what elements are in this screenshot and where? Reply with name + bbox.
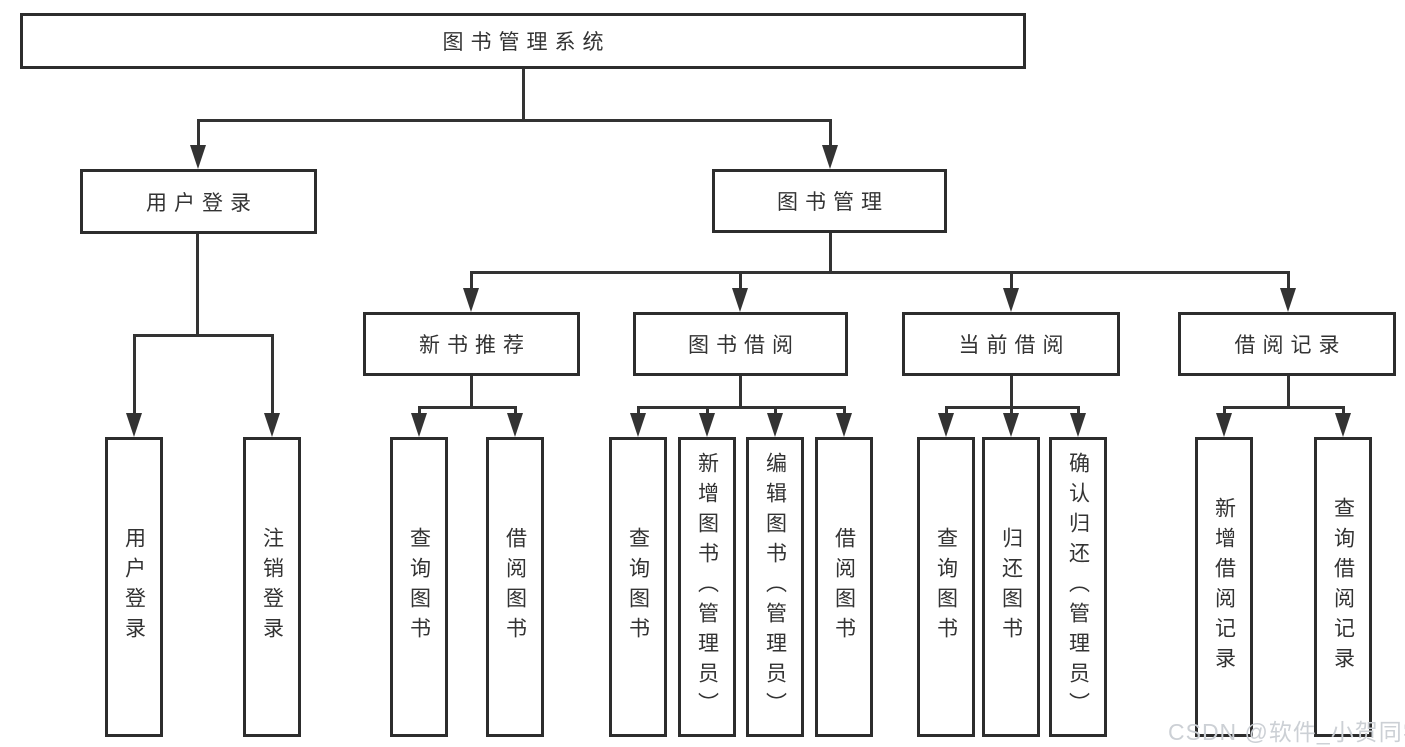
- connector-l3-shaft: [470, 271, 473, 290]
- leaf-records-query-record: 查询借阅记录: [1314, 437, 1372, 737]
- connector-leaf-shaft: [1223, 406, 1226, 416]
- node-borrow-records: 借阅记录: [1178, 312, 1396, 376]
- connector-root-bar: [197, 119, 832, 122]
- leaf-records-query-record-label: 查询借阅记录: [1331, 497, 1355, 677]
- node-new-book-recommend-label: 新书推荐: [419, 334, 531, 357]
- arrow-down-icon: [1003, 288, 1019, 312]
- leaf-borrow-edit-books-admin: 编辑图书（管理员）: [746, 437, 804, 737]
- connector-leaf-shaft: [1077, 406, 1080, 416]
- node-book-borrow-label: 图书借阅: [688, 334, 800, 357]
- arrow-down-icon: [126, 413, 142, 437]
- arrow-down-icon: [767, 413, 783, 437]
- connector-userlogin-stub: [196, 234, 199, 335]
- connector-root-bookmgmt-shaft: [829, 119, 832, 147]
- node-current-borrow: 当前借阅: [902, 312, 1120, 376]
- leaf-user-login-label: 用户登录: [122, 527, 146, 647]
- leaf-rec-query-books: 查询图书: [390, 437, 448, 737]
- connector-root-userlogin-shaft: [197, 119, 200, 147]
- arrow-down-icon: [938, 413, 954, 437]
- leaf-current-return-books: 归还图书: [982, 437, 1040, 737]
- leaf-rec-borrow-books-label: 借阅图书: [503, 527, 527, 647]
- leaf-current-return-books-label: 归还图书: [999, 527, 1023, 647]
- node-root: 图书管理系统: [20, 13, 1026, 69]
- leaf-logout: 注销登录: [243, 437, 301, 737]
- connector-newrec-stub: [470, 376, 473, 408]
- leaf-borrow-add-books-admin: 新增图书（管理员）: [678, 437, 736, 737]
- connector-leaf-shaft: [637, 406, 640, 416]
- connector-leaf-shaft: [418, 406, 421, 416]
- leaf-current-confirm-return-admin-label: 确认归还（管理员）: [1066, 452, 1090, 722]
- leaf-rec-borrow-books: 借阅图书: [486, 437, 544, 737]
- leaf-current-query-books-label: 查询图书: [934, 527, 958, 647]
- connector-records-bar: [1223, 406, 1345, 409]
- node-book-management-label: 图书管理: [777, 191, 889, 214]
- node-user-login-label: 用户登录: [146, 191, 258, 215]
- leaf-records-add-record-label: 新增借阅记录: [1212, 497, 1236, 677]
- arrow-down-icon: [836, 413, 852, 437]
- arrow-down-icon: [507, 413, 523, 437]
- arrow-down-icon: [411, 413, 427, 437]
- connector-bookmgmt-stub: [829, 233, 832, 273]
- connector-current-stub: [1010, 376, 1013, 408]
- leaf-user-login: 用户登录: [105, 437, 163, 737]
- arrow-down-icon: [699, 413, 715, 437]
- connector-userlogin-leaf1-shaft: [133, 334, 136, 415]
- arrow-down-icon: [1070, 413, 1086, 437]
- connector-leaf-shaft: [945, 406, 948, 416]
- arrow-down-icon: [822, 145, 838, 169]
- connector-records-stub: [1287, 376, 1290, 408]
- connector-root-stub: [522, 69, 525, 120]
- arrow-down-icon: [1216, 413, 1232, 437]
- leaf-borrow-add-books-admin-label: 新增图书（管理员）: [695, 452, 719, 722]
- leaf-rec-query-books-label: 查询图书: [407, 527, 431, 647]
- connector-bookborrow-bar: [637, 406, 846, 409]
- connector-leaf-shaft: [1342, 406, 1345, 416]
- connector-bookmgmt-bar: [470, 271, 1289, 274]
- node-new-book-recommend: 新书推荐: [363, 312, 580, 376]
- connector-userlogin-bar: [133, 334, 274, 337]
- arrow-down-icon: [264, 413, 280, 437]
- arrow-down-icon: [463, 288, 479, 312]
- node-user-login: 用户登录: [80, 169, 317, 234]
- node-root-label: 图书管理系统: [442, 31, 611, 54]
- connector-leaf-shaft: [774, 406, 777, 416]
- leaf-borrow-borrow-books: 借阅图书: [815, 437, 873, 737]
- arrow-down-icon: [1335, 413, 1351, 437]
- node-current-borrow-label: 当前借阅: [958, 334, 1071, 357]
- connector-l3-shaft: [1287, 271, 1290, 290]
- arrow-down-icon: [190, 145, 206, 169]
- leaf-records-add-record: 新增借阅记录: [1195, 437, 1253, 737]
- node-book-borrow: 图书借阅: [633, 312, 848, 376]
- connector-l3-shaft: [1010, 271, 1013, 290]
- connector-bookborrow-stub: [739, 376, 742, 408]
- watermark: CSDN @软件_小贺同学: [1168, 719, 1405, 745]
- leaf-borrow-query-books: 查询图书: [609, 437, 667, 737]
- connector-leaf-shaft: [514, 406, 517, 416]
- arrow-down-icon: [1280, 288, 1296, 312]
- arrow-down-icon: [732, 288, 748, 312]
- leaf-borrow-edit-books-admin-label: 编辑图书（管理员）: [763, 452, 787, 722]
- connector-newrec-bar: [418, 406, 517, 409]
- node-borrow-records-label: 借阅记录: [1234, 334, 1347, 357]
- arrow-down-icon: [630, 413, 646, 437]
- node-book-management: 图书管理: [712, 169, 947, 233]
- connector-l3-shaft: [739, 271, 742, 290]
- leaf-current-query-books: 查询图书: [917, 437, 975, 737]
- leaf-logout-label: 注销登录: [260, 527, 284, 647]
- leaf-borrow-query-books-label: 查询图书: [626, 527, 650, 647]
- connector-leaf-shaft: [1010, 406, 1013, 416]
- connector-leaf-shaft: [843, 406, 846, 416]
- connector-leaf-shaft: [706, 406, 709, 416]
- leaf-borrow-borrow-books-label: 借阅图书: [832, 527, 856, 647]
- arrow-down-icon: [1003, 413, 1019, 437]
- leaf-current-confirm-return-admin: 确认归还（管理员）: [1049, 437, 1107, 737]
- connector-userlogin-leaf2-shaft: [271, 334, 274, 415]
